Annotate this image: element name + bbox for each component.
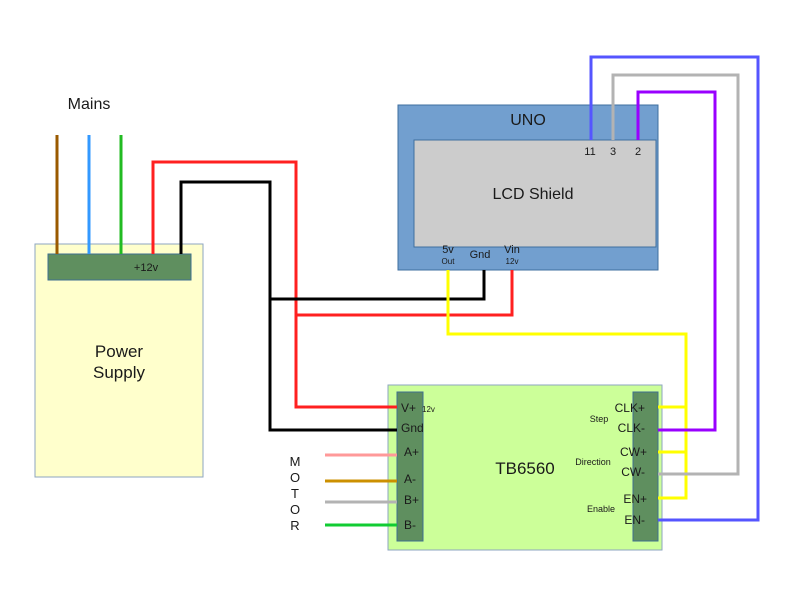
- pin-3-label: 3: [610, 146, 616, 158]
- wires: [55, 55, 760, 527]
- pin-vplus-label: V+: [401, 401, 416, 415]
- pin-cw-minus-label: CW-: [621, 465, 645, 479]
- pin-vin-12v-label: 12v: [506, 257, 519, 266]
- pin-5v-label: 5v: [442, 244, 454, 256]
- pin-en-minus-label: EN-: [624, 513, 645, 527]
- power-supply: +12v Power Supply: [34, 243, 204, 478]
- pin-b-plus-label: B+: [404, 493, 419, 507]
- pin2-to-clk-minus-wire: [636, 90, 717, 432]
- pin-5v-out-label: Out: [442, 257, 456, 266]
- pin-clk-plus-label: CLK+: [615, 401, 645, 415]
- pin-clk-minus-label: CLK-: [618, 421, 645, 435]
- motor-letter: M: [290, 454, 301, 469]
- 5v-logic-wire: [446, 270, 688, 500]
- group-enable-label: Enable: [587, 504, 615, 514]
- pin-a-minus-label: A-: [404, 472, 416, 486]
- pin-11-label: 11: [584, 146, 595, 158]
- driver-right-terminal-strip: [632, 391, 659, 542]
- psu-gnd-to-driver-wire: [179, 180, 397, 432]
- motor-label: M O T O R: [290, 454, 301, 533]
- group-step-label: Step: [590, 414, 609, 424]
- power-supply-label-line2: Supply: [93, 363, 145, 382]
- pin-vin-label: Vin: [504, 244, 520, 256]
- pin-vplus-12v-note: 12v: [422, 405, 435, 414]
- pin-2-label: 2: [635, 146, 641, 158]
- lcd-shield-label: LCD Shield: [493, 186, 574, 203]
- motor-letter: R: [290, 518, 299, 533]
- driver-board: [387, 384, 663, 551]
- motor-letter: O: [290, 470, 300, 485]
- pin-a-plus-label: A+: [404, 445, 419, 459]
- power-supply-box: [34, 243, 204, 478]
- arduino-uno: UNO LCD Shield 11 3 2 5v Out Gnd Vin 12v: [397, 104, 659, 271]
- motor-letter: O: [290, 502, 300, 517]
- terminal-12v-label: +12v: [134, 262, 159, 274]
- pin-cw-plus-label: CW+: [620, 445, 647, 459]
- driver-left-terminal-strip: [396, 391, 424, 542]
- pin-gnd-driver-label: Gnd: [401, 421, 424, 435]
- driver-label: TB6560: [495, 459, 555, 478]
- power-supply-terminal-strip: [47, 253, 192, 281]
- pin-en-plus-label: EN+: [623, 492, 647, 506]
- pin11-to-en-minus-wire: [589, 55, 760, 522]
- gnd-to-uno-wire: [270, 270, 486, 301]
- pin-b-minus-label: B-: [404, 518, 416, 532]
- pin3-to-cw-minus-wire: [611, 73, 740, 476]
- 12v-to-uno-vin-wire: [296, 270, 514, 317]
- group-direction-label: Direction: [575, 457, 611, 467]
- power-supply-label-line1: Power: [95, 342, 144, 361]
- motor-letter: T: [291, 486, 299, 501]
- uno-label: UNO: [510, 112, 546, 129]
- tb6560-driver: TB6560 V+ 12v Gnd A+ A- B+ B- CLK+ CLK- …: [387, 384, 663, 551]
- lcd-shield: [413, 139, 657, 248]
- pin-gnd-label: Gnd: [470, 249, 491, 261]
- mains-label: Mains: [68, 96, 111, 113]
- psu-12v-to-driver-wire: [151, 160, 397, 409]
